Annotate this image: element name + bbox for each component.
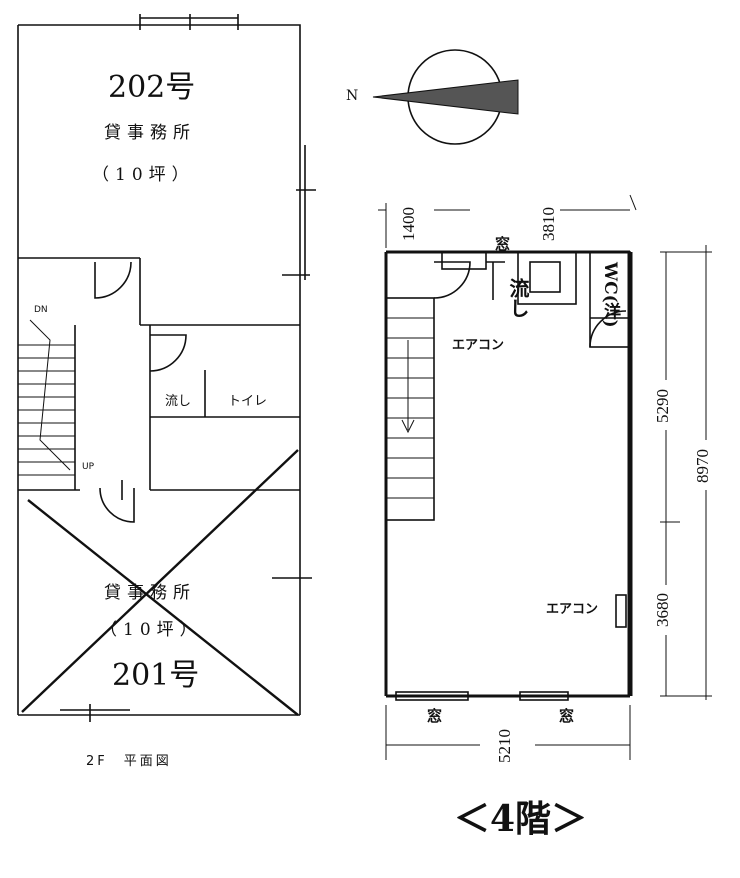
dim-5210-text: 5210 bbox=[495, 729, 514, 763]
floor-title: ＜4階＞ bbox=[454, 798, 588, 840]
window-bottom-left-label: 窓 bbox=[425, 708, 443, 723]
dim-1400: 1400 bbox=[392, 207, 428, 241]
sink-label-4f: 流し bbox=[506, 278, 530, 318]
room-201-number: 201号 bbox=[112, 658, 200, 693]
north-label: N bbox=[346, 88, 359, 104]
down-label: DN bbox=[34, 305, 48, 315]
stair-core bbox=[17, 257, 187, 523]
room-201-size: （10坪） bbox=[100, 620, 203, 640]
window-bottom-right-label: 窓 bbox=[557, 708, 575, 723]
room-202-size: （10坪） bbox=[92, 165, 195, 185]
aircon-label-right: エアコン bbox=[546, 602, 599, 617]
wc-label: WC(洋) bbox=[600, 262, 620, 328]
up-label: UP bbox=[82, 462, 95, 472]
dimension-lines bbox=[378, 194, 712, 760]
dim-3810: 3810 bbox=[532, 207, 568, 241]
dim-3680-text: 3680 bbox=[653, 593, 672, 627]
toilet-label-2f: トイレ bbox=[228, 394, 268, 409]
wet-area bbox=[150, 325, 301, 450]
dim-1400-text: 1400 bbox=[399, 207, 418, 241]
window-top-label: 窓 bbox=[493, 236, 511, 251]
room-201-walls bbox=[17, 449, 312, 722]
room-202-number: 202号 bbox=[108, 70, 196, 105]
dim-5290-text: 5290 bbox=[653, 389, 672, 423]
dim-8970-text: 8970 bbox=[693, 449, 712, 483]
room-202-walls bbox=[17, 14, 316, 326]
sink-label-2f: 流し bbox=[165, 394, 192, 409]
room-201-use: 貸事務所 bbox=[104, 583, 196, 603]
aircon-label-top: エアコン bbox=[452, 338, 505, 353]
dim-5290: 5290 bbox=[646, 389, 680, 423]
dim-3680: 3680 bbox=[646, 593, 680, 627]
dim-8970: 8970 bbox=[686, 449, 720, 483]
room-202-use: 貸事務所 bbox=[104, 123, 196, 143]
north-compass bbox=[372, 49, 519, 145]
dim-3810-text: 3810 bbox=[539, 207, 558, 241]
dim-5210: 5210 bbox=[488, 729, 522, 763]
caption-2f: 2F 平面図 bbox=[86, 754, 172, 769]
floor-4-walls bbox=[384, 250, 633, 701]
